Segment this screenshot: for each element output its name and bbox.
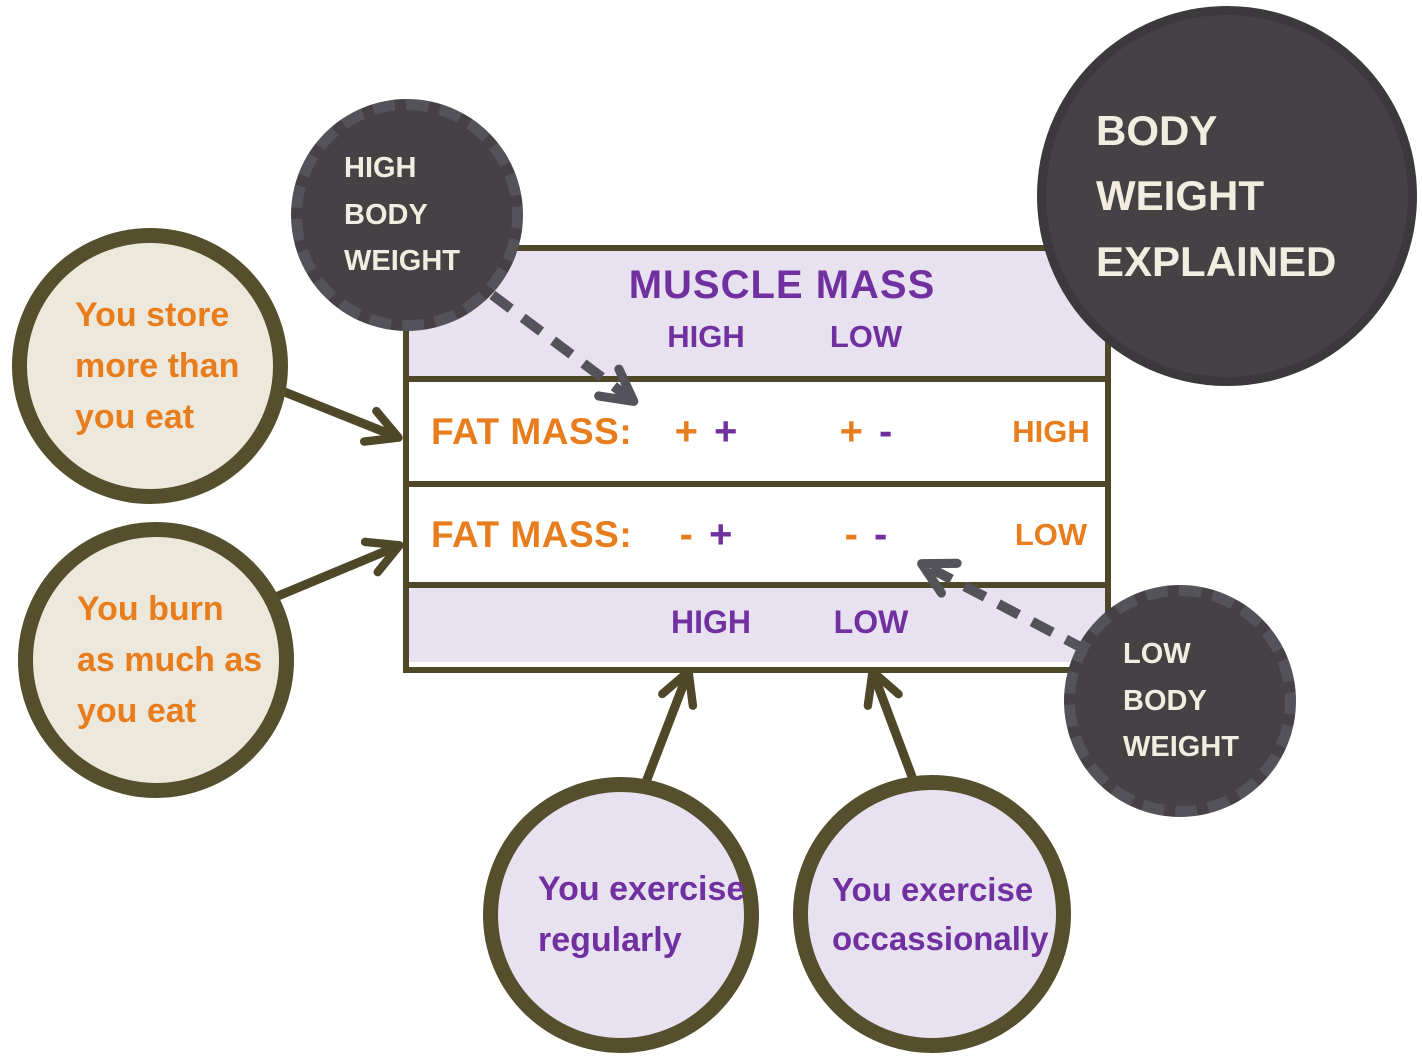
muscle-symbol: - (874, 512, 888, 556)
body-weight-explained-circle: BODY WEIGHT EXPLAINED (1037, 6, 1417, 386)
circle-text-line: You burn (77, 589, 224, 628)
arrow-regular-to-muscle-high (641, 667, 698, 787)
cell-fat-low-muscle-low: - - (811, 512, 921, 557)
muscle-fat-matrix: MUSCLE MASS HIGH LOW FAT MASS: + + + - H… (403, 245, 1111, 673)
fat-symbol: + (839, 409, 864, 453)
circle-text-line: You exercise (832, 870, 1034, 908)
exercise-regularly-circle: You exercise regularly (483, 777, 759, 1053)
store-more-circle: You store more than you eat (12, 228, 288, 504)
fat-mass-level-low: LOW (1014, 516, 1088, 552)
muscle-mass-header-row: MUSCLE MASS HIGH LOW (409, 251, 1105, 382)
fat-mass-label: FAT MASS: (431, 410, 633, 452)
fat-mass-low-row: FAT MASS: - + - - LOW (409, 487, 1105, 588)
circle-text-line: LOW (1123, 638, 1191, 671)
fat-symbol: - (844, 512, 858, 556)
muscle-mass-title: MUSCLE MASS (628, 263, 936, 307)
footer-col-low: LOW (833, 604, 909, 640)
arrow-occasional-to-muscle-low (863, 667, 919, 787)
cell-fat-high-muscle-high: + + (651, 409, 761, 454)
circle-text-line: occassionally (832, 920, 1049, 957)
exercise-occasionally-circle: You exercise occassionally (793, 775, 1071, 1053)
circle-text-line: you eat (77, 691, 197, 730)
exercise-footer-row: HIGH LOW (409, 588, 1105, 662)
muscle-mass-col-high: HIGH (667, 319, 745, 354)
circle-text-line: BODY (344, 198, 428, 231)
circle-text-line: WEIGHT (1096, 172, 1264, 220)
circle-text-line: You exercise (538, 870, 746, 908)
circle-text-line: You store (75, 295, 230, 334)
low-body-weight-circle: LOW BODY WEIGHT (1064, 585, 1296, 817)
circle-text-line: regularly (538, 921, 682, 959)
circle-text-line: HIGH (344, 152, 417, 185)
circle-text-line: as much as (77, 640, 263, 679)
footer-col-high: HIGH (671, 604, 751, 640)
circle-text-line: BODY (1096, 107, 1218, 155)
circle-text-line: you eat (75, 397, 195, 436)
arrow-burn-to-fat-low (261, 537, 404, 606)
muscle-symbol: + (708, 512, 733, 556)
fat-mass-high-row: FAT MASS: + + + - HIGH (409, 382, 1105, 487)
muscle-symbol: + (714, 409, 738, 453)
cell-fat-high-muscle-low: + - (811, 409, 921, 454)
fat-mass-label: FAT MASS: (431, 513, 633, 555)
circle-text-line: BODY (1123, 684, 1207, 717)
high-body-weight-circle: HIGH BODY WEIGHT (291, 99, 523, 331)
circle-text-line: WEIGHT (344, 245, 460, 278)
fat-symbol: - (679, 512, 693, 556)
muscle-symbol: - (879, 409, 893, 453)
fat-symbol: + (674, 409, 698, 453)
circle-text-line: EXPLAINED (1096, 237, 1337, 285)
muscle-mass-col-low: LOW (829, 319, 903, 354)
cell-fat-low-muscle-high: - + (651, 512, 761, 557)
fat-mass-level-high: HIGH (1012, 413, 1090, 449)
burn-equal-circle: You burn as much as you eat (18, 522, 294, 798)
circle-text-line: more than (75, 346, 240, 385)
circle-text-line: WEIGHT (1123, 731, 1239, 764)
